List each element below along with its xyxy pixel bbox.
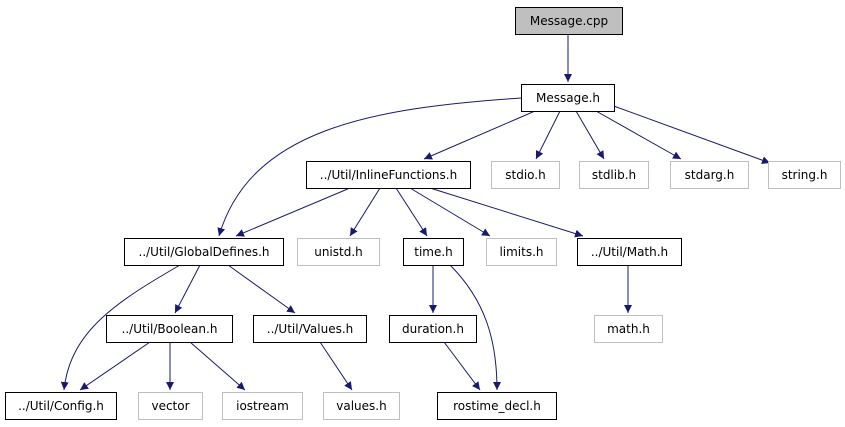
node-label: Message.h xyxy=(536,91,600,105)
node-box xyxy=(403,238,464,266)
node-label: ../Util/GlobalDefines.h xyxy=(139,245,270,259)
edge-boolean-h-to-config-h xyxy=(79,341,151,391)
edge-message-h-to-stdio-h xyxy=(535,110,561,160)
node-box xyxy=(491,161,560,189)
edge-message-h-to-global-defines-h xyxy=(217,97,522,237)
edge-values-util-h-to-values-h xyxy=(319,341,353,391)
node-box xyxy=(138,392,203,420)
node-box xyxy=(297,238,380,266)
node-box xyxy=(670,161,749,189)
node-box xyxy=(521,84,615,112)
node-boolean-h[interactable]: ../Util/Boolean.h xyxy=(106,315,233,343)
node-math-util-h[interactable]: ../Util/Math.h xyxy=(577,238,682,266)
node-label: ../Util/Boolean.h xyxy=(122,322,218,336)
node-vector: vector xyxy=(138,392,203,420)
node-label: vector xyxy=(151,399,189,413)
node-label: values.h xyxy=(336,399,386,413)
node-box xyxy=(306,161,471,189)
node-label: string.h xyxy=(782,168,828,182)
node-box xyxy=(486,238,557,266)
edge-message-h-to-stdlib-h xyxy=(575,110,605,160)
node-limits-h: limits.h xyxy=(486,238,557,266)
node-label: stdlib.h xyxy=(592,168,636,182)
node-box xyxy=(437,392,557,420)
node-label: ../Util/Config.h xyxy=(18,399,104,413)
edge-duration-h-to-rostime-decl-h xyxy=(443,341,481,391)
node-message-cpp: Message.cpp xyxy=(515,7,623,35)
node-label: unistd.h xyxy=(314,245,363,259)
edge-boolean-h-to-iostream xyxy=(189,341,246,391)
node-string-h: string.h xyxy=(768,161,841,189)
node-unistd-h: unistd.h xyxy=(297,238,380,266)
node-stdio-h: stdio.h xyxy=(491,161,560,189)
node-label: ../Util/Math.h xyxy=(591,245,668,259)
node-config-h[interactable]: ../Util/Config.h xyxy=(5,392,117,420)
node-values-h: values.h xyxy=(323,392,400,420)
node-math-h: math.h xyxy=(594,315,663,343)
node-label: iostream xyxy=(236,399,289,413)
node-box xyxy=(106,315,233,343)
node-label: ../Util/InlineFunctions.h xyxy=(320,168,457,182)
edge-message-h-to-string-h xyxy=(610,104,771,165)
node-iostream: iostream xyxy=(222,392,303,420)
edge-global-defines-h-to-boolean-h xyxy=(174,264,201,314)
node-global-defines-h[interactable]: ../Util/GlobalDefines.h xyxy=(124,238,284,266)
edge-inline-functions-h-to-global-defines-h xyxy=(235,187,351,237)
node-label: math.h xyxy=(607,322,650,336)
edge-inline-functions-h-to-math-util-h xyxy=(429,187,584,238)
edge-message-h-to-inline-functions-h xyxy=(423,110,536,160)
node-label: time.h xyxy=(414,245,453,259)
node-message-h[interactable]: Message.h xyxy=(521,84,615,112)
node-box xyxy=(389,315,477,343)
edge-layer xyxy=(60,34,771,391)
node-rostime-decl-h[interactable]: rostime_decl.h xyxy=(437,392,557,420)
node-stdlib-h: stdlib.h xyxy=(579,161,649,189)
node-inline-functions-h[interactable]: ../Util/InlineFunctions.h xyxy=(306,161,471,189)
node-label: stdarg.h xyxy=(685,168,735,182)
node-time-h[interactable]: time.h xyxy=(403,238,464,266)
edge-message-h-to-stdarg-h xyxy=(595,110,682,160)
node-box xyxy=(515,7,623,35)
node-duration-h[interactable]: duration.h xyxy=(389,315,477,343)
edge-inline-functions-h-to-time-h xyxy=(395,187,428,237)
node-label: Message.cpp xyxy=(530,14,608,28)
node-box xyxy=(579,161,649,189)
edge-global-defines-h-to-config-h xyxy=(60,264,181,391)
node-box xyxy=(768,161,841,189)
edge-time-h-to-rostime-decl-h xyxy=(449,264,501,391)
edge-inline-functions-h-to-unistd-h xyxy=(349,187,381,237)
edge-global-defines-h-to-values-util-h xyxy=(227,264,296,314)
node-box xyxy=(577,238,682,266)
node-label: rostime_decl.h xyxy=(453,399,541,413)
node-label: ../Util/Values.h xyxy=(267,322,354,336)
node-label: duration.h xyxy=(402,322,464,336)
node-box xyxy=(594,315,663,343)
node-box xyxy=(124,238,284,266)
node-label: limits.h xyxy=(499,245,543,259)
node-box xyxy=(222,392,303,420)
node-values-util-h[interactable]: ../Util/Values.h xyxy=(253,315,367,343)
node-box xyxy=(323,392,400,420)
node-box xyxy=(253,315,367,343)
node-stdarg-h: stdarg.h xyxy=(670,161,749,189)
node-label: stdio.h xyxy=(505,168,545,182)
node-box xyxy=(5,392,117,420)
edge-inline-functions-h-to-limits-h xyxy=(409,187,491,237)
